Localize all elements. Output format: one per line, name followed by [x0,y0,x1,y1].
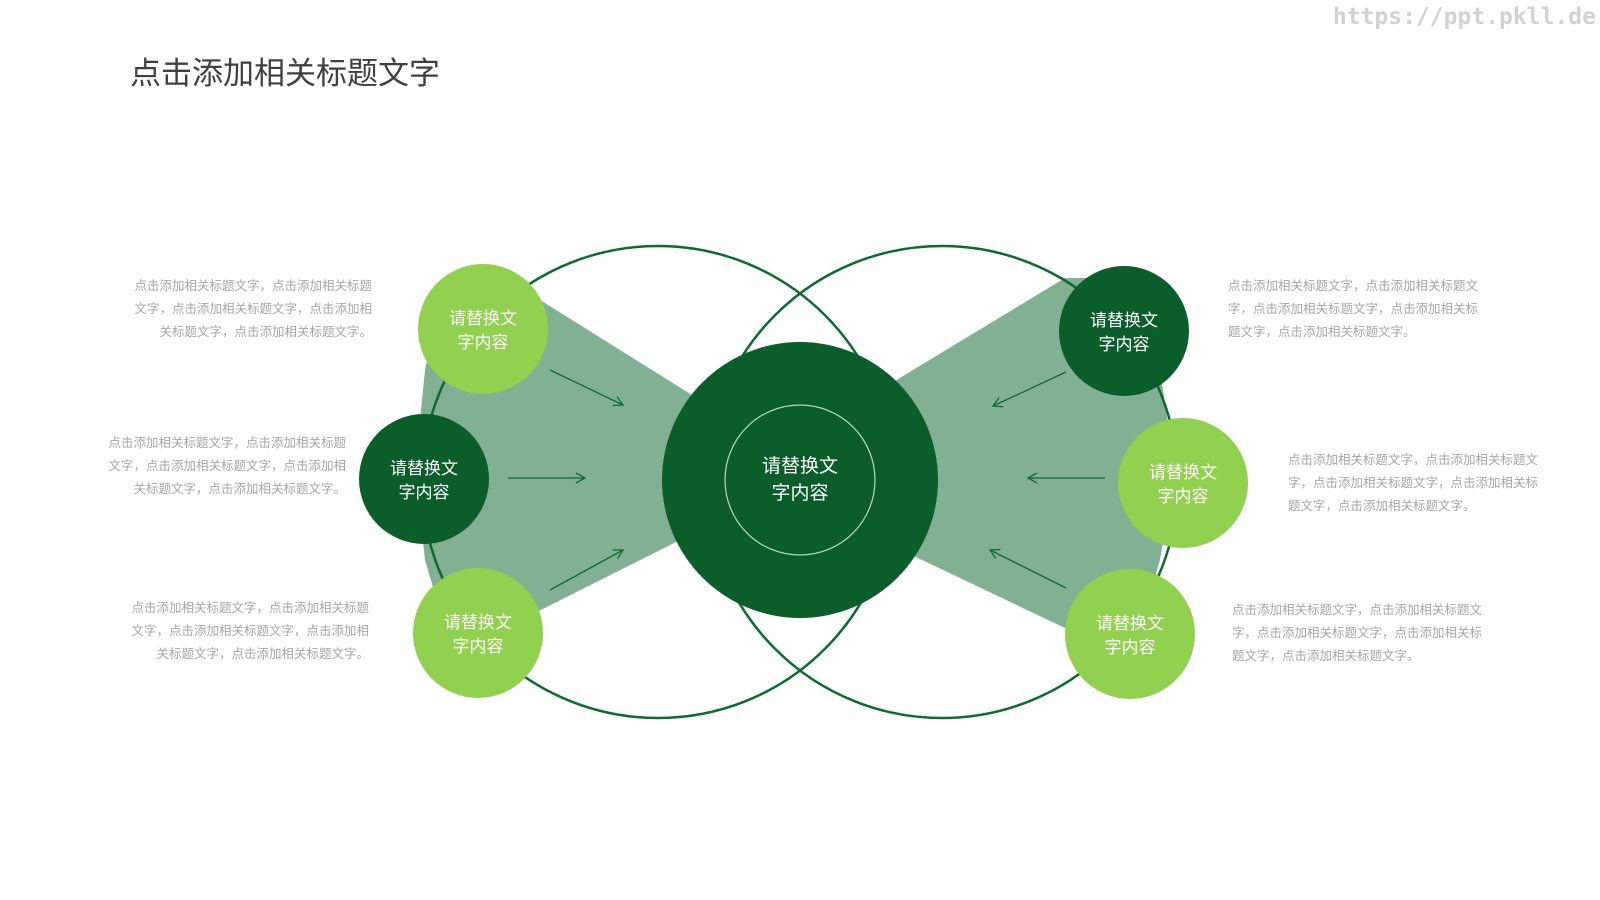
description-line: 字，点击添加相关标题文字，点击添加相关标 [1232,625,1483,640]
node-label-line2: 字内容 [457,333,509,353]
node-left-mid-label: 请替换文 字内容 [359,457,489,505]
description-line: 文字，点击添加相关标题文字，点击添加相 [131,623,369,638]
node-left-top-circle [418,264,548,394]
node-label-line2: 字内容 [1157,487,1209,507]
description-right-bottom: 点击添加相关标题文字，点击添加相关标题文 字，点击添加相关标题文字，点击添加相关… [1232,598,1494,667]
node-label-line2: 字内容 [1098,335,1150,355]
description-line: 字，点击添加相关标题文字，点击添加相关标 [1228,301,1479,316]
node-left-bottom-label: 请替换文 字内容 [413,611,543,659]
description-line: 文字，点击添加相关标题文字，点击添加相 [134,301,372,316]
center-label: 请替换文 字内容 [725,453,875,507]
description-right-top: 点击添加相关标题文字，点击添加相关标题文 字，点击添加相关标题文字，点击添加相关… [1228,274,1490,343]
node-right-bottom-circle [1065,569,1195,699]
node-right-top-label: 请替换文 字内容 [1059,309,1189,357]
description-line: 字，点击添加相关标题文字，点击添加相关标 [1288,475,1539,490]
node-left-mid-circle [359,414,489,544]
node-label-line2: 字内容 [1104,638,1156,658]
description-line: 题文字，点击添加相关标题文字。 [1288,498,1476,513]
description-line: 关标题文字，点击添加相关标题文字。 [133,481,346,496]
description-left-mid: 点击添加相关标题文字，点击添加相关标题 文字，点击添加相关标题文字，点击添加相 … [96,431,346,500]
description-line: 点击添加相关标题文字，点击添加相关标题 [131,600,369,615]
node-label-line1: 请替换文 [1096,614,1164,634]
node-label-line1: 请替换文 [444,613,512,633]
node-label-line1: 请替换文 [1149,463,1217,483]
description-line: 点击添加相关标题文字，点击添加相关标题文 [1288,452,1539,467]
node-label-line1: 请替换文 [1090,311,1158,331]
description-line: 点击添加相关标题文字，点击添加相关标题 [108,435,346,450]
node-right-mid-label: 请替换文 字内容 [1118,461,1248,509]
description-left-top: 点击添加相关标题文字，点击添加相关标题 文字，点击添加相关标题文字，点击添加相 … [122,274,372,343]
node-right-top-circle [1059,266,1189,396]
node-left-bottom-circle [413,568,543,698]
center-inner-ring [724,404,876,556]
description-left-bottom: 点击添加相关标题文字，点击添加相关标题 文字，点击添加相关标题文字，点击添加相 … [119,596,369,665]
node-right-bottom-label: 请替换文 字内容 [1065,612,1195,660]
description-line: 关标题文字，点击添加相关标题文字。 [156,646,369,661]
arrow-icon [549,549,625,591]
center-label-line2: 字内容 [771,482,829,504]
node-label-line1: 请替换文 [390,459,458,479]
description-line: 题文字，点击添加相关标题文字。 [1228,324,1416,339]
node-label-line1: 请替换文 [449,309,517,329]
description-line: 点击添加相关标题文字，点击添加相关标题 [134,278,372,293]
description-line: 关标题文字，点击添加相关标题文字。 [159,324,372,339]
watermark-url: https://ppt.pkll.de [1332,4,1596,30]
page-title: 点击添加相关标题文字 [130,56,440,92]
node-label-line2: 字内容 [452,637,504,657]
node-label-line2: 字内容 [398,483,450,503]
description-right-mid: 点击添加相关标题文字，点击添加相关标题文 字，点击添加相关标题文字，点击添加相关… [1288,448,1550,517]
center-label-line1: 请替换文 [761,455,838,477]
description-line: 点击添加相关标题文字，点击添加相关标题文 [1232,602,1483,617]
center-hub [662,342,938,618]
arrow-icon [549,369,625,407]
description-line: 题文字，点击添加相关标题文字。 [1232,648,1420,663]
arrow-icon [991,371,1067,408]
description-line: 文字，点击添加相关标题文字，点击添加相 [108,458,346,473]
node-left-top-label: 请替换文 字内容 [418,307,548,355]
arrow-icon [988,548,1067,589]
node-right-mid-circle [1118,418,1248,548]
description-line: 点击添加相关标题文字，点击添加相关标题文 [1228,278,1479,293]
